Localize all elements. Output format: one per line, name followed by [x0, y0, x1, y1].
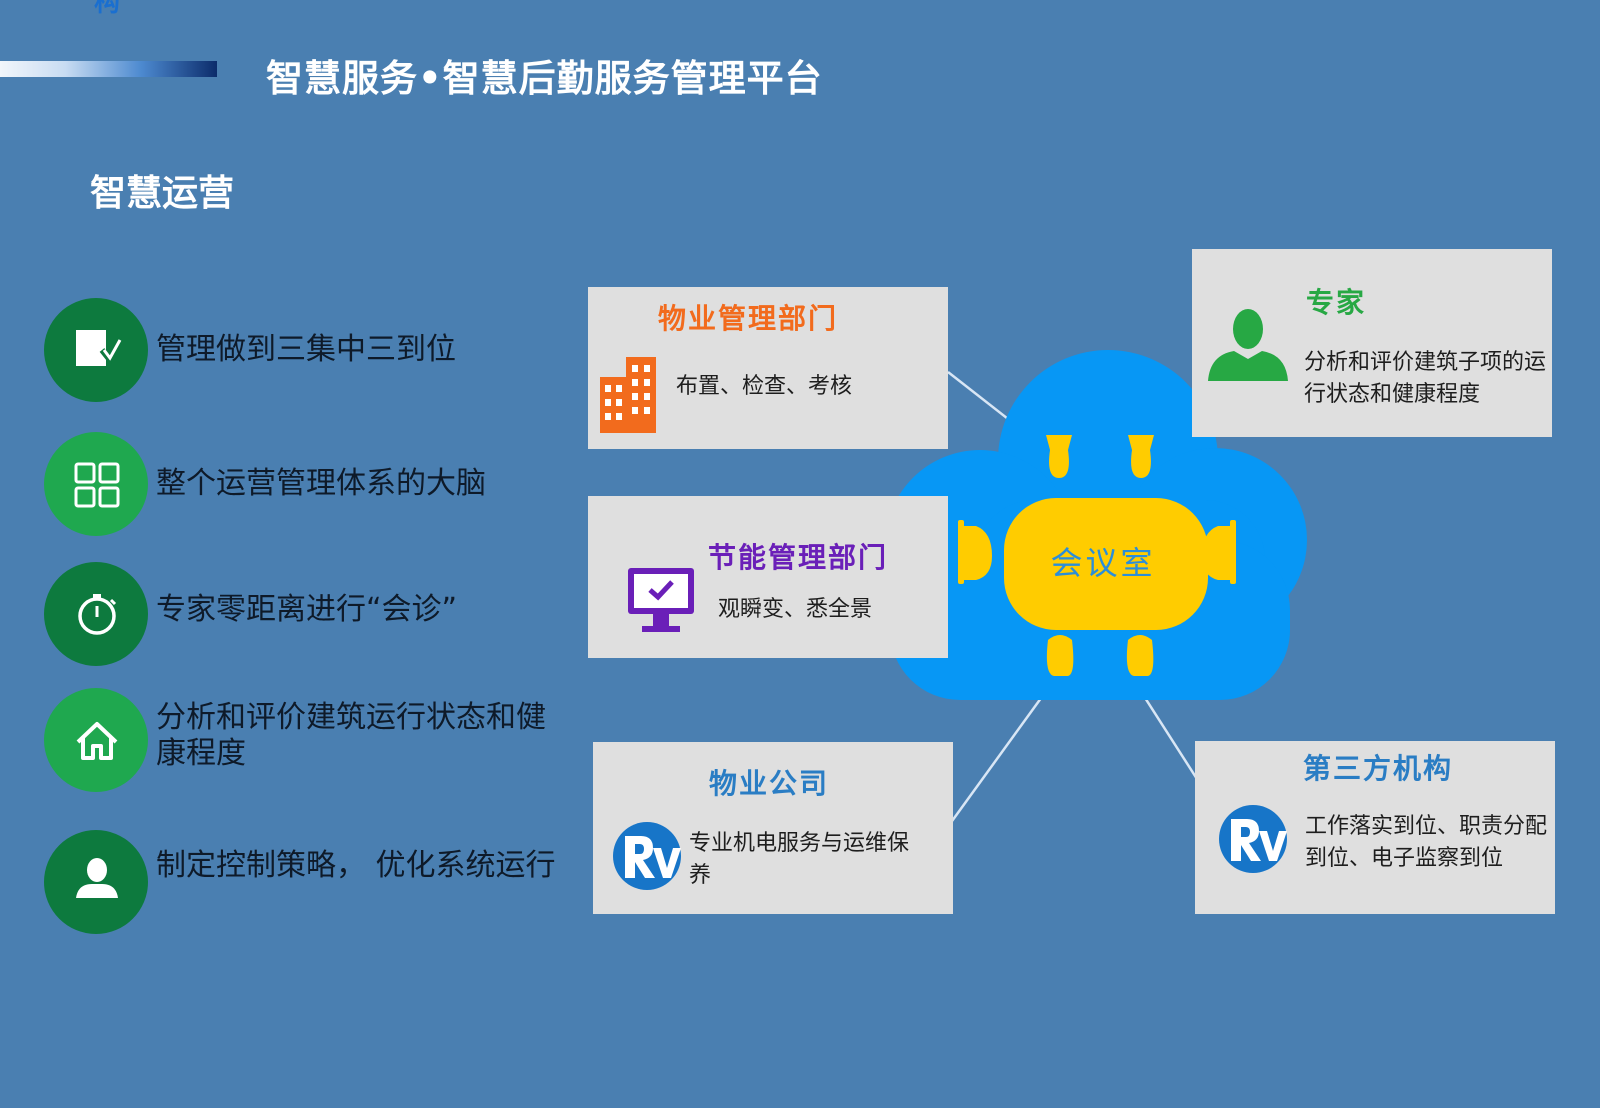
section-title: 智慧运营 [90, 173, 235, 214]
feature-item: 管理做到三集中三到位 [44, 298, 564, 402]
feature-text: 管理做到三集中三到位 [156, 332, 456, 367]
edit-icon [76, 330, 123, 366]
feature-item: 分析和评价建筑运行状态和健康程度 [44, 688, 564, 792]
chair-icon [1202, 526, 1232, 580]
card-title: 专家 [1306, 286, 1367, 319]
card-title: 第三方机构 [1303, 752, 1454, 785]
feature-text: 整个运营管理体系的大脑 [156, 466, 486, 501]
stopwatch-icon [78, 594, 117, 635]
monitor-check-icon [628, 568, 694, 632]
cloud-meeting-room [885, 350, 1307, 700]
chair-icon [1046, 635, 1074, 676]
person-icon [1208, 309, 1288, 381]
title-accent-bar [0, 61, 217, 77]
feature-circle [44, 562, 148, 666]
feature-circle [44, 830, 148, 934]
meeting-room-label: 会议室 [1050, 544, 1156, 582]
card-property-dept: 物业管理部门 布置、检查、考核 [588, 287, 948, 449]
user-icon [76, 858, 118, 898]
feature-item: 专家零距离进行“会诊” [44, 562, 564, 666]
card-text: 分析和评价建筑子项的运行状态和健康程度 [1304, 350, 1547, 407]
chair-icon [1128, 435, 1154, 478]
feature-circle [44, 688, 148, 792]
feature-item: 整个运营管理体系的大脑 [44, 432, 564, 536]
chair-icon [1046, 435, 1072, 478]
top-cut-text: 构 [94, 0, 121, 18]
card-text: 布置、检查、考核 [676, 374, 853, 399]
feature-text: 制定控制策略， 优化系统运行 [156, 848, 556, 883]
building-icon [600, 357, 656, 433]
home-icon [76, 722, 118, 760]
feature-item: 制定控制策略， 优化系统运行 [44, 830, 564, 934]
card-third-party: 第三方机构 工作落实到位、职责分配到位、电子监察到位 [1195, 741, 1555, 914]
card-energy-dept: 节能管理部门 观瞬变、悉全景 [588, 496, 948, 658]
chair-icon [962, 526, 992, 580]
chair-icon [1126, 635, 1154, 676]
card-title: 物业管理部门 [658, 302, 839, 335]
card-text: 观瞬变、悉全景 [718, 597, 873, 622]
card-title: 物业公司 [709, 767, 830, 800]
grid-icon [74, 462, 120, 508]
feature-circle [44, 432, 148, 536]
card-property-company: 物业公司 专业机电服务与运维保养 [593, 742, 953, 914]
card-expert: 专家 分析和评价建筑子项的运行状态和健康程度 [1192, 249, 1552, 437]
meeting-table [1004, 498, 1208, 630]
rv-logo-icon [1219, 805, 1287, 873]
card-text: 专业机电服务与运维保养 [689, 831, 910, 888]
feature-text: 分析和评价建筑运行状态和健康程度 [156, 700, 546, 771]
rv-logo-icon [613, 822, 681, 890]
card-title: 节能管理部门 [708, 541, 889, 574]
page-title: 智慧服务•智慧后勤服务管理平台 [266, 57, 823, 100]
card-text: 工作落实到位、职责分配到位、电子监察到位 [1305, 814, 1548, 871]
feature-circle [44, 298, 148, 402]
feature-text: 专家零距离进行“会诊” [156, 592, 458, 627]
